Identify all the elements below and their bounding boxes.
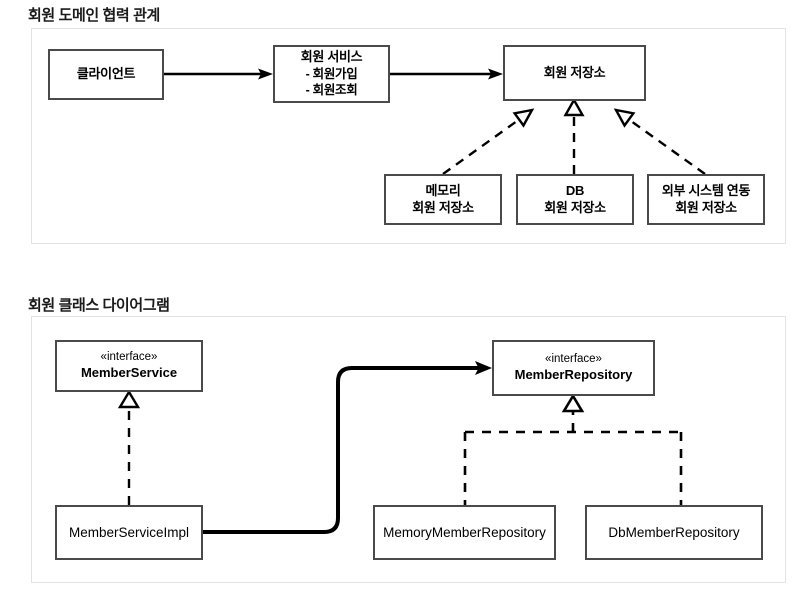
node-client-line-0: 클라이언트 bbox=[76, 66, 136, 82]
node-external-member-repository-line-1: 회원 저장소 bbox=[675, 199, 737, 215]
node-interface-member-repository-name: MemberRepository bbox=[514, 367, 633, 383]
section-title-member-domain-collaboration: 회원 도메인 협력 관계 bbox=[28, 7, 160, 24]
node-memory-member-repository-impl-name: MemoryMemberRepository bbox=[383, 524, 546, 540]
node-interface-member-service[interactable]: «interface» MemberService bbox=[55, 340, 203, 392]
node-member-repository-line-0: 회원 저장소 bbox=[543, 64, 606, 80]
node-member-service-line-1: - 회원가입 bbox=[305, 67, 358, 82]
node-interface-member-repository[interactable]: «interface» MemberRepository bbox=[492, 340, 655, 396]
node-interface-member-service-name: MemberService bbox=[80, 365, 178, 381]
node-db-member-repository-impl-name: DbMemberRepository bbox=[608, 524, 740, 540]
node-external-member-repository-line-0: 외부 시스템 연동 bbox=[661, 182, 751, 198]
node-memory-member-repository-impl[interactable]: MemoryMemberRepository bbox=[373, 505, 556, 560]
node-member-repository[interactable]: 회원 저장소 bbox=[503, 45, 646, 101]
node-member-service[interactable]: 회원 서비스 - 회원가입 - 회원조회 bbox=[273, 45, 390, 103]
node-db-member-repository-impl[interactable]: DbMemberRepository bbox=[585, 505, 763, 560]
node-client[interactable]: 클라이언트 bbox=[48, 49, 164, 100]
node-member-service-impl[interactable]: MemberServiceImpl bbox=[55, 505, 203, 560]
section-title-member-class-diagram: 회원 클래스 다이어그램 bbox=[28, 297, 170, 314]
node-memory-member-repository[interactable]: 메모리 회원 저장소 bbox=[384, 174, 502, 225]
node-interface-member-service-stereotype: «interface» bbox=[100, 351, 158, 364]
node-member-service-line-2: - 회원조회 bbox=[305, 83, 358, 98]
node-db-member-repository-line-0: DB bbox=[565, 182, 585, 198]
node-member-service-impl-name: MemberServiceImpl bbox=[68, 524, 190, 540]
node-memory-member-repository-line-1: 회원 저장소 bbox=[412, 199, 474, 215]
node-db-member-repository[interactable]: DB 회원 저장소 bbox=[516, 174, 634, 225]
node-member-service-line-0: 회원 서비스 bbox=[300, 49, 363, 65]
node-external-member-repository[interactable]: 외부 시스템 연동 회원 저장소 bbox=[647, 174, 765, 225]
node-memory-member-repository-line-0: 메모리 bbox=[425, 182, 461, 198]
node-interface-member-repository-stereotype: «interface» bbox=[545, 353, 602, 366]
node-db-member-repository-line-1: 회원 저장소 bbox=[544, 199, 606, 215]
